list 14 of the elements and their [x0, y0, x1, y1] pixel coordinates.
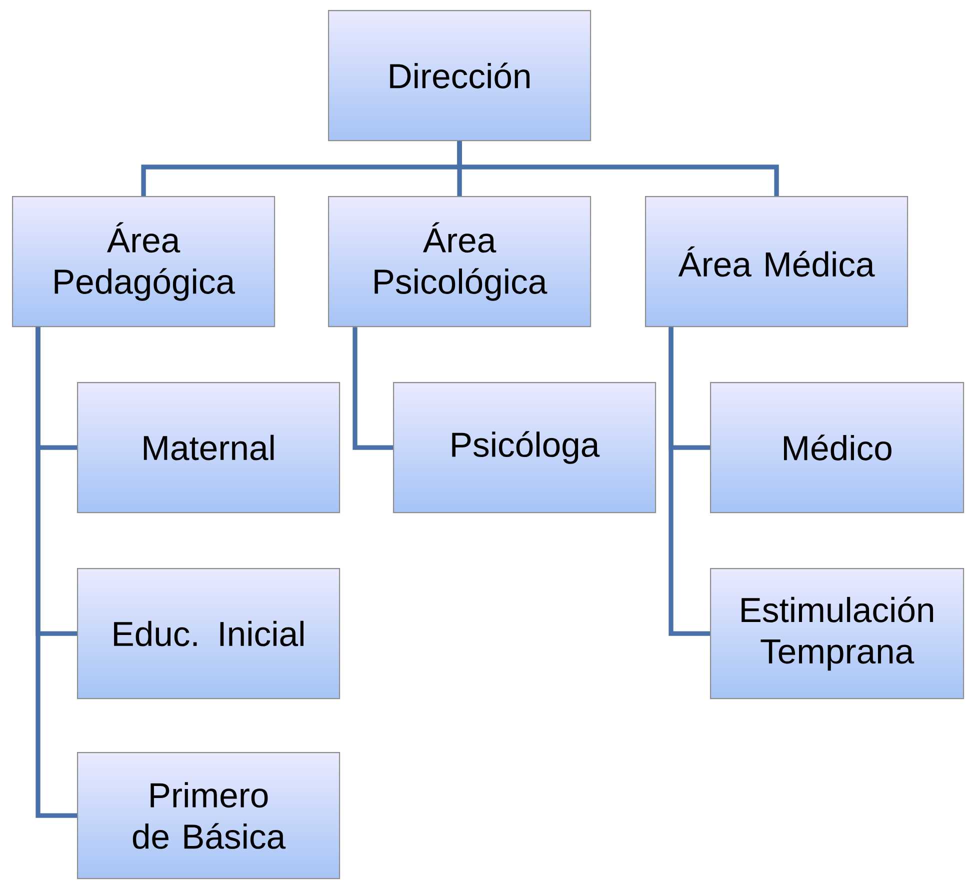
org-box: Médico — [710, 382, 964, 514]
connector-line — [668, 327, 710, 636]
connector-line — [457, 141, 779, 196]
org-box: Primero de Básica — [77, 752, 340, 880]
connector-line — [352, 327, 393, 450]
org-box: Área Pedagógica — [12, 196, 276, 328]
org-box: Dirección — [328, 10, 592, 142]
org-box: Maternal — [77, 382, 340, 514]
connector-line — [36, 327, 77, 818]
org-box: Psicóloga — [393, 382, 656, 514]
org-box: Educ. Inicial — [77, 568, 340, 700]
org-box: Área Médica — [645, 196, 908, 328]
org-box: Área Psicológica — [328, 196, 592, 328]
org-box: Estimulación Temprana — [710, 568, 964, 700]
